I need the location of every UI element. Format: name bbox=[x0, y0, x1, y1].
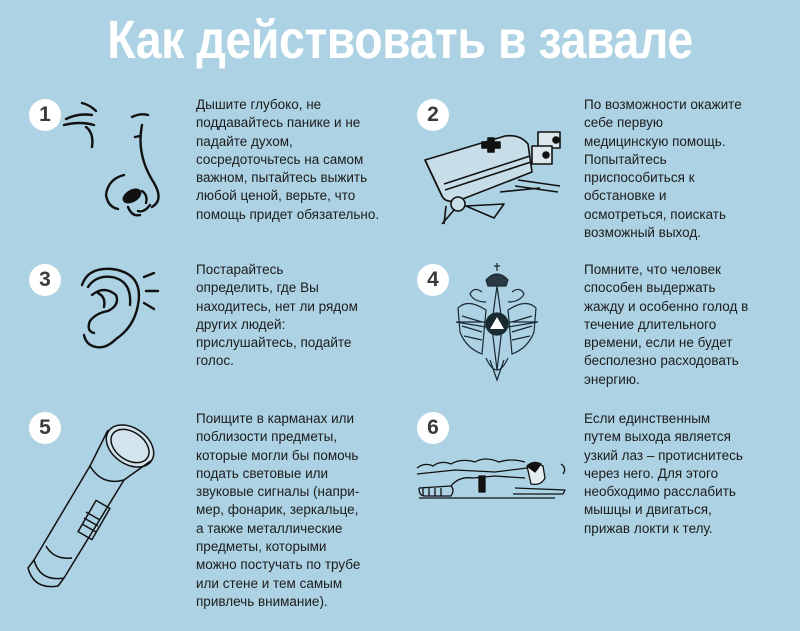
first-aid-kit-icon bbox=[420, 120, 570, 225]
step-4-text: Помните, что человек способен выдержать … bbox=[584, 262, 749, 387]
step-6-text: Если единственным путем выхода является … bbox=[584, 411, 743, 536]
step-5-badge: 5 bbox=[29, 412, 61, 444]
step-3-badge: 3 bbox=[29, 264, 61, 296]
flashlight-icon bbox=[24, 410, 164, 590]
step-2-badge: 2 bbox=[417, 99, 449, 131]
step-2-text: По возможности окажите себе первую медиц… bbox=[584, 97, 742, 241]
step-5-text: Поищите в карманах или поблизости предме… bbox=[196, 411, 361, 609]
step-4-badge: 4 bbox=[417, 264, 449, 296]
emercom-emblem-icon bbox=[452, 262, 542, 387]
step-1-text: Дышите глубоко, не поддавайтесь панике и… bbox=[196, 97, 380, 222]
page-title: Как действовать в завале bbox=[107, 10, 693, 70]
nose-breathing-icon bbox=[60, 95, 170, 220]
crawling-person-icon bbox=[415, 458, 570, 503]
step-1-badge: 1 bbox=[29, 99, 61, 131]
ear-listening-icon bbox=[68, 265, 168, 355]
step-6-badge: 6 bbox=[417, 412, 449, 444]
step-3-text: Постарайтесь определить, где Вы находите… bbox=[196, 262, 358, 369]
